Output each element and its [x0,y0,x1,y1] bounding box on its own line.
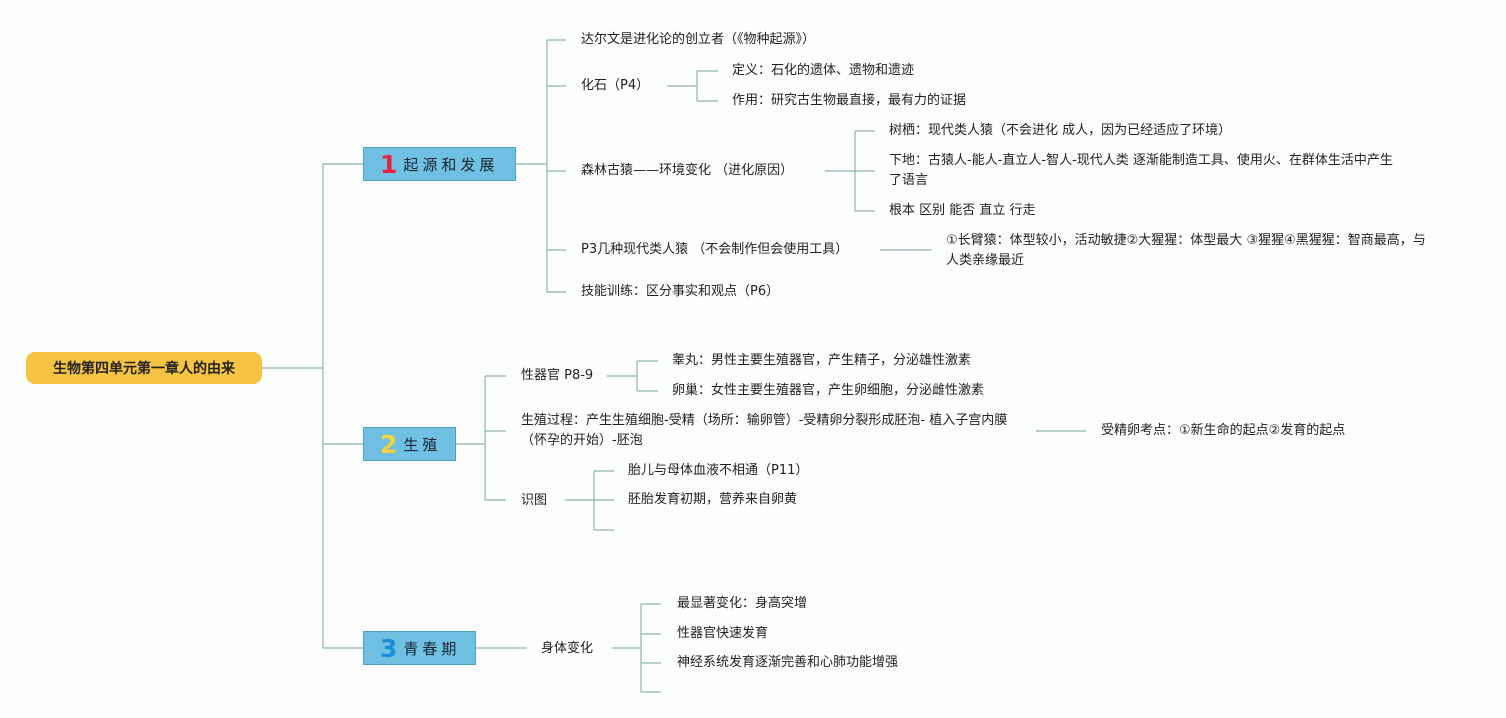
node-figure-reading[interactable]: 识图 [521,493,548,508]
node-fundamental-difference[interactable]: 根本 区别 能否 直立 行走 [889,203,1036,218]
section-number: 2 [380,429,398,459]
section-title: 起源和发展 [403,155,499,174]
node-darwin[interactable]: 达尔文是进化论的创立者（《物种起源》） [581,32,816,47]
node-forest-ape[interactable]: 森林古猿——环境变化 （进化原因） [581,163,794,178]
section-title: 青春期 [403,639,461,658]
node-fetal-blood[interactable]: 胎儿与母体血液不相通（P11） [628,463,809,478]
node-fossil[interactable]: 化石（P4） [581,78,650,93]
node-sex-organs[interactable]: 性器官 P8-9 [521,368,594,383]
node-reproduction-process[interactable]: 生殖过程：产生生殖细胞-受精（场所：输卵管）-受精卵分裂形成胚泡- 植入子宫内膜… [521,413,1008,448]
node-height-surge[interactable]: 最显著变化：身高突增 [677,596,808,611]
node-apes-detail[interactable]: ①长臂猿：体型较小，活动敏捷②大猩猩：体型最大 ③猩猩④黑猩猩：智商最高，与人类… [946,233,1426,268]
node-ovary[interactable]: 卵巢：女性主要生殖器官，产生卵细胞，分泌雌性激素 [672,383,985,398]
section-number: 3 [380,633,398,663]
node-skill-training[interactable]: 技能训练：区分事实和观点（P6） [581,284,780,299]
node-body-changes[interactable]: 身体变化 [541,641,594,656]
node-ground-dwelling[interactable]: 下地：古猿人-能人-直立人-智人-现代人类 逐渐能制造工具、使用火、在群体生活中… [889,153,1393,188]
root-topic[interactable]: 生物第四单元第一章人的由来 [26,352,262,384]
node-tree-dwelling[interactable]: 树栖：现代类人猿（不会进化 成人，因为已经适应了环境） [889,123,1232,138]
section-title: 生殖 [403,435,442,454]
node-zygote-points[interactable]: 受精卵考点：①新生命的起点②发育的起点 [1101,423,1346,438]
node-organ-development[interactable]: 性器官快速发育 [677,626,769,641]
section-reproduction[interactable]: 2 生殖 [363,427,456,461]
section-number: 1 [380,149,398,179]
node-modern-apes[interactable]: P3几种现代类人猿 （不会制作但会使用工具） [581,242,849,257]
node-fossil-use[interactable]: 作用：研究古生物最直接，最有力的证据 [732,93,967,108]
node-testis[interactable]: 睾丸：男性主要生殖器官，产生精子，分泌雄性激素 [672,353,972,368]
node-early-nutrition[interactable]: 胚胎发育初期，营养来自卵黄 [628,492,798,507]
section-puberty[interactable]: 3 青春期 [363,631,476,665]
section-origin-development[interactable]: 1 起源和发展 [363,147,516,181]
node-nervous-system[interactable]: 神经系统发育逐渐完善和心肺功能增强 [677,655,899,670]
node-fossil-definition[interactable]: 定义：石化的遗体、遗物和遗迹 [732,63,915,78]
